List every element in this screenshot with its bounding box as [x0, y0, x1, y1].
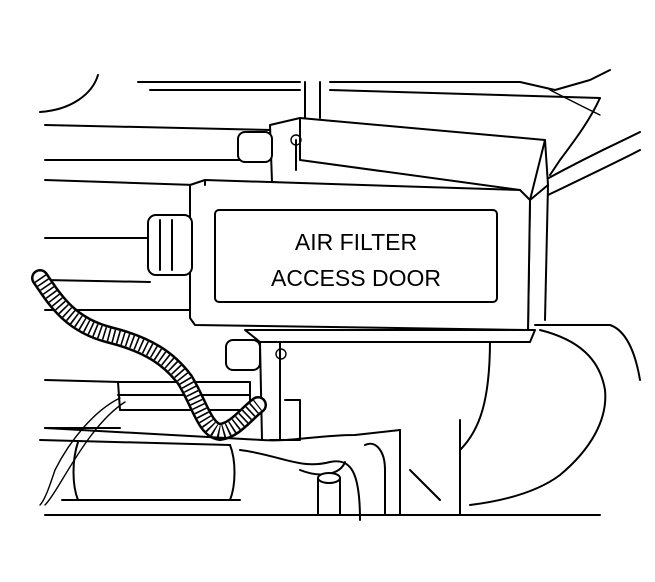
- access-door-label-line-2: ACCESS DOOR: [271, 265, 441, 291]
- upper-housing: [237, 81, 549, 331]
- lower-assembly: [39, 427, 601, 521]
- housing-right-side: [459, 97, 641, 516]
- access-door: AIR FILTER ACCESS DOOR: [147, 179, 531, 331]
- access-door-label-line-1: AIR FILTER: [295, 229, 417, 255]
- wiring-harness: [31, 269, 267, 506]
- lower-housing: [225, 329, 536, 441]
